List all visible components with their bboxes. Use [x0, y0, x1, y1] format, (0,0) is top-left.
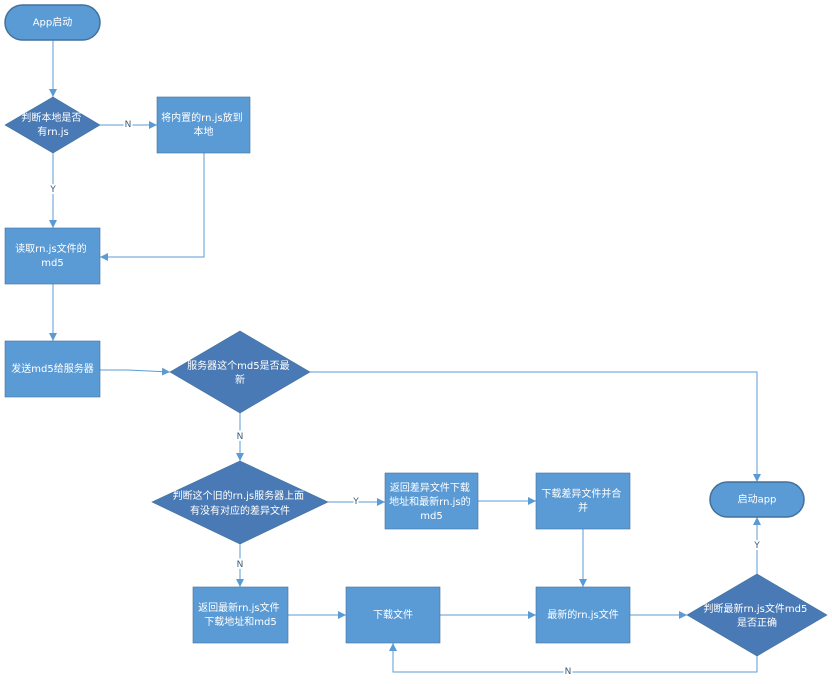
process-send-md5: 发送md5给服务器 — [4, 340, 101, 398]
process-shape — [345, 586, 441, 644]
decision-shape — [151, 460, 329, 545]
edge-label-verify-no: N — [565, 667, 572, 677]
edge-label-is-latest-no: N — [237, 432, 244, 442]
process-shape — [535, 586, 631, 644]
decision-local-rnjs-exists: 判断本地是否 有rn.js — [4, 96, 101, 154]
node-label: 判断本地是否 有rn.js — [21, 111, 84, 138]
process-shape — [384, 472, 479, 530]
process-return-full-url: 返回最新rn.js文件 下载地址和md5 — [192, 586, 289, 644]
process-read-md5: 读取rn.js文件的 md5 — [4, 227, 101, 285]
start-terminal-app-start: App启动 — [4, 4, 101, 41]
edge-copy-builtin-to-read-md5 — [100, 153, 205, 261]
node-label: 服务器这个md5是否最 新 — [187, 359, 293, 386]
end-terminal-launch-app: 启动app — [709, 481, 805, 518]
node-label: App启动 — [33, 15, 73, 28]
node-label: 判断这个旧的rn.js服务器上面 有没有对应的差异文件 — [173, 489, 308, 517]
decision-shape — [4, 96, 101, 154]
process-download-merge-diff: 下载差异文件并合 并 — [535, 472, 631, 530]
edge-label-check-local-no: N — [125, 120, 132, 130]
node-label: 发送md5给服务器 — [11, 362, 93, 375]
node-label: 下载差异文件并合 并 — [541, 487, 624, 514]
decision-shape — [686, 573, 828, 657]
decision-md5-is-latest: 服务器这个md5是否最 新 — [169, 330, 311, 414]
edge-label-check-local-yes: Y — [49, 185, 56, 195]
process-shape — [156, 96, 251, 154]
terminal-shape — [4, 4, 101, 41]
process-download-file: 下载文件 — [345, 586, 441, 644]
process-latest-rnjs-file: 最新的rn.js文件 — [535, 586, 631, 644]
node-label: 将内置的rn.js放到 本地 — [161, 111, 246, 138]
edge-label-has-diff-no: N — [237, 560, 244, 570]
process-shape — [535, 472, 631, 530]
node-label: 返回差异文件下载 地址和最新rn.js的 md5 — [389, 481, 474, 522]
node-label: 返回最新rn.js文件 下载地址和md5 — [198, 601, 283, 628]
node-label: 读取rn.js文件的 md5 — [15, 242, 90, 269]
connectors — [49, 40, 761, 673]
edge-send-md5-to-is-latest — [100, 367, 171, 376]
node-label: 启动app — [738, 492, 777, 505]
decision-shape — [169, 330, 311, 414]
process-copy-builtin-rnjs: 将内置的rn.js放到 本地 — [156, 96, 251, 154]
node-label: 判断最新rn.js文件md5 是否正确 — [703, 602, 810, 629]
process-return-diff-url: 返回差异文件下载 地址和最新rn.js的 md5 — [384, 472, 479, 530]
decision-verify-md5: 判断最新rn.js文件md5 是否正确 — [686, 573, 828, 657]
edge-label-has-diff-yes: Y — [352, 497, 359, 507]
terminal-shape — [709, 481, 805, 518]
node-label: 最新的rn.js文件 — [547, 608, 618, 621]
process-shape — [192, 586, 289, 644]
edge-verify-no-to-download-file — [389, 643, 758, 673]
node-label: 下载文件 — [373, 608, 413, 621]
process-shape — [4, 227, 101, 285]
edge-label-verify-yes: Y — [753, 541, 760, 551]
process-shape — [4, 340, 101, 398]
edge-is-latest-yes-to-launch-app — [310, 371, 761, 482]
edge-labels: N Y N Y N Y N — [47, 118, 762, 679]
decision-diff-file-exists: 判断这个旧的rn.js服务器上面 有没有对应的差异文件 — [151, 460, 329, 545]
